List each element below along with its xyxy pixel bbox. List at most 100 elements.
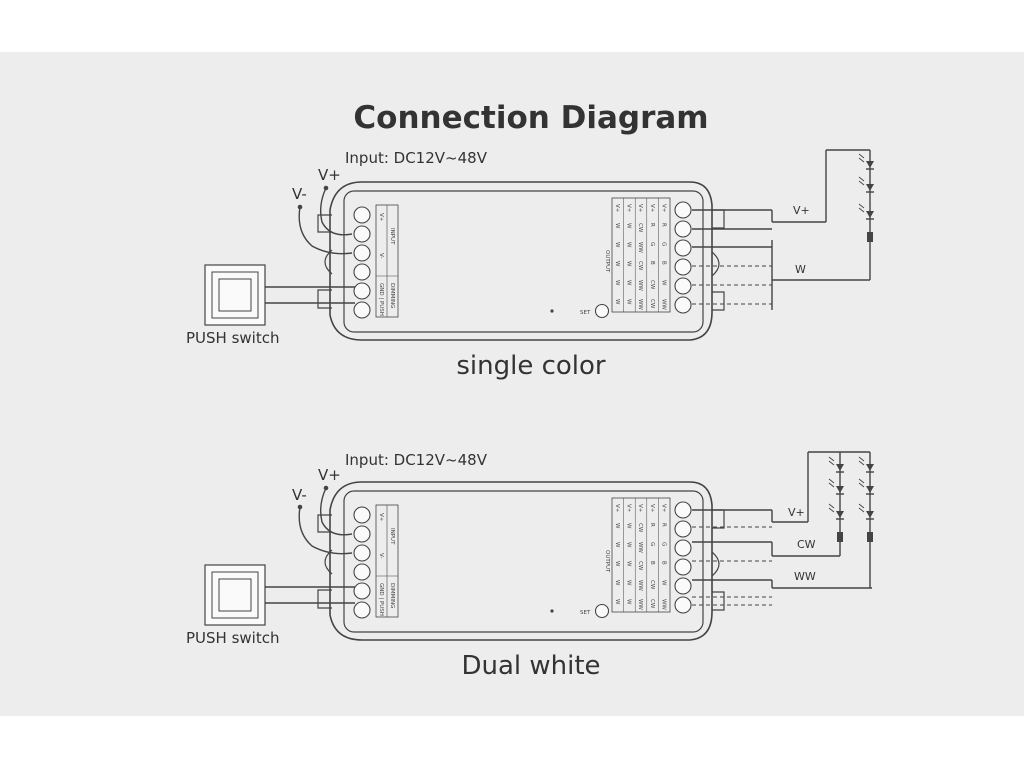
output-label-vplus: V+ xyxy=(788,506,805,519)
output-grid-cell: W xyxy=(626,561,632,567)
output-grid-cell: W xyxy=(614,580,620,586)
terminal-screw-icon xyxy=(674,258,692,276)
push-switch-label: PUSH switch xyxy=(186,329,279,347)
output-label-cw: CW xyxy=(797,538,816,551)
terminal-screw-icon xyxy=(353,282,371,300)
output-grid-cell: G xyxy=(660,242,666,246)
led-triangle xyxy=(836,486,844,493)
output-grid-cell: W xyxy=(660,280,666,286)
output-grid-cell: W xyxy=(614,523,620,529)
terminal-screw-icon xyxy=(674,539,692,557)
diagram-panel xyxy=(0,52,1024,716)
mounting-ear xyxy=(712,509,725,529)
set-button-label: SET xyxy=(580,610,591,616)
vplus-wire xyxy=(319,487,353,536)
vminus-terminal-dot xyxy=(297,504,303,510)
led-ray xyxy=(858,207,865,213)
led-triangle xyxy=(866,211,874,218)
input-voltage-label: Input: DC12V~48V xyxy=(345,451,488,469)
led-icon xyxy=(858,153,874,170)
output-grid-cell: W xyxy=(626,523,632,529)
push-switch xyxy=(204,485,355,626)
output-grid-cell: V+ xyxy=(637,204,643,213)
output-grid-cell: W xyxy=(626,542,632,548)
led-strip xyxy=(692,451,874,606)
led-ray xyxy=(858,203,865,209)
terminal-screw-icon xyxy=(353,244,371,262)
terminal-screw-icon xyxy=(674,596,692,614)
output-section-label: OUTPUT xyxy=(604,550,610,573)
led-strip xyxy=(692,149,874,310)
terminal-screw-icon xyxy=(353,563,371,581)
output-grid-cell: W xyxy=(614,599,620,605)
output-grid-cell: CW xyxy=(649,280,655,290)
output-grid-cell: R xyxy=(660,223,666,227)
output-grid-cell: CW xyxy=(637,223,643,233)
output-grid-cell: B xyxy=(660,561,666,565)
led-icon xyxy=(858,478,874,495)
push-switch-label: PUSH switch xyxy=(186,629,279,647)
mounting-ear xyxy=(317,214,332,233)
led-ray xyxy=(858,478,865,484)
led-icon xyxy=(858,503,874,520)
dimming-section-label: DIMMING xyxy=(389,283,395,308)
led-ray xyxy=(858,503,865,509)
vplus-label: V+ xyxy=(318,466,341,484)
led-ray xyxy=(858,482,865,488)
led-ray xyxy=(858,176,865,182)
mounting-slot xyxy=(324,549,333,575)
output-grid-cell: V+ xyxy=(649,204,655,213)
push-switch-icon xyxy=(204,264,266,326)
output-grid-cell: W xyxy=(660,580,666,586)
controller-inner-frame xyxy=(343,190,704,333)
switch-button xyxy=(218,278,252,312)
led-triangle xyxy=(866,511,874,518)
terminal-screw-icon xyxy=(674,239,692,257)
output-grid-cell: V+ xyxy=(660,204,666,213)
output-grid-cell: B xyxy=(649,261,655,265)
output-grid-cell: W xyxy=(614,280,620,286)
input-section-label: INPUT xyxy=(389,528,395,545)
output-grid-cell: V+ xyxy=(660,504,666,513)
grid-frame xyxy=(611,497,671,613)
output-grid-cell: WW xyxy=(660,299,666,310)
output-grid-cell: W xyxy=(614,299,620,305)
push-switch xyxy=(204,185,355,326)
terminal-screw-icon xyxy=(353,506,371,524)
resistor xyxy=(867,232,873,242)
vminus-label: V- xyxy=(292,185,307,203)
led-ray xyxy=(828,478,835,484)
output-grid-cell: V+ xyxy=(637,504,643,513)
output-terminal-block xyxy=(674,501,692,614)
controller-housing xyxy=(329,481,713,641)
terminal-screw-icon xyxy=(353,263,371,281)
output-grid-cell: WW xyxy=(660,599,666,610)
led-ray xyxy=(828,460,835,466)
output-label-w: W xyxy=(795,263,806,276)
output-grid-cell: V+ xyxy=(626,204,632,213)
terminal-screw-icon xyxy=(353,206,371,224)
terminal-screw-icon xyxy=(674,520,692,538)
mounting-ear xyxy=(712,591,725,611)
output-grid-cell: B xyxy=(649,561,655,565)
mounting-slot xyxy=(711,251,720,277)
terminal-screw-icon xyxy=(353,601,371,619)
push-switch-icon xyxy=(204,564,266,626)
input-terminal-label: V+ xyxy=(378,213,384,222)
mounting-ear xyxy=(712,291,725,311)
input-terminal-block xyxy=(353,506,371,619)
vplus-terminal-dot xyxy=(323,185,329,191)
output-grid-cell: WW xyxy=(637,280,643,291)
output-grid-cell: W xyxy=(614,261,620,267)
output-grid-cell: W xyxy=(614,242,620,248)
led-ray xyxy=(858,456,865,462)
dimming-terminal-label: GND | PUSH xyxy=(378,283,384,316)
led-ray xyxy=(858,157,865,163)
led-icon xyxy=(858,456,874,473)
status-led-dot xyxy=(550,309,554,313)
